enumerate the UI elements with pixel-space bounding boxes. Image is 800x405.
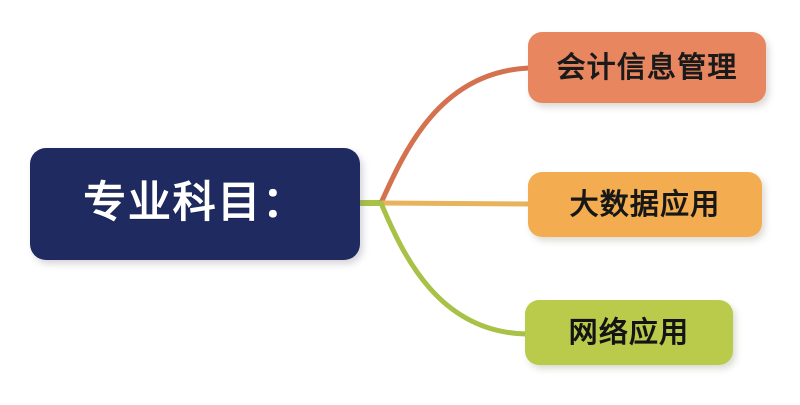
branch-node-label: 大数据应用 <box>569 186 721 221</box>
branch-node-network-application[interactable]: 网络应用 <box>525 300 733 365</box>
root-node[interactable]: 专业科目： <box>30 148 360 260</box>
connector-line-branch-1 <box>378 200 532 207</box>
branch-node-big-data-application[interactable]: 大数据应用 <box>528 172 762 237</box>
connector-line-branch-2 <box>378 200 529 337</box>
branch-node-label: 会计信息管理 <box>556 49 738 84</box>
branch-node-label: 网络应用 <box>568 314 690 349</box>
connector-line-branch-0 <box>378 65 532 206</box>
root-node-label: 专业科目： <box>83 178 307 229</box>
branch-node-accounting-information-management[interactable]: 会计信息管理 <box>528 32 766 103</box>
